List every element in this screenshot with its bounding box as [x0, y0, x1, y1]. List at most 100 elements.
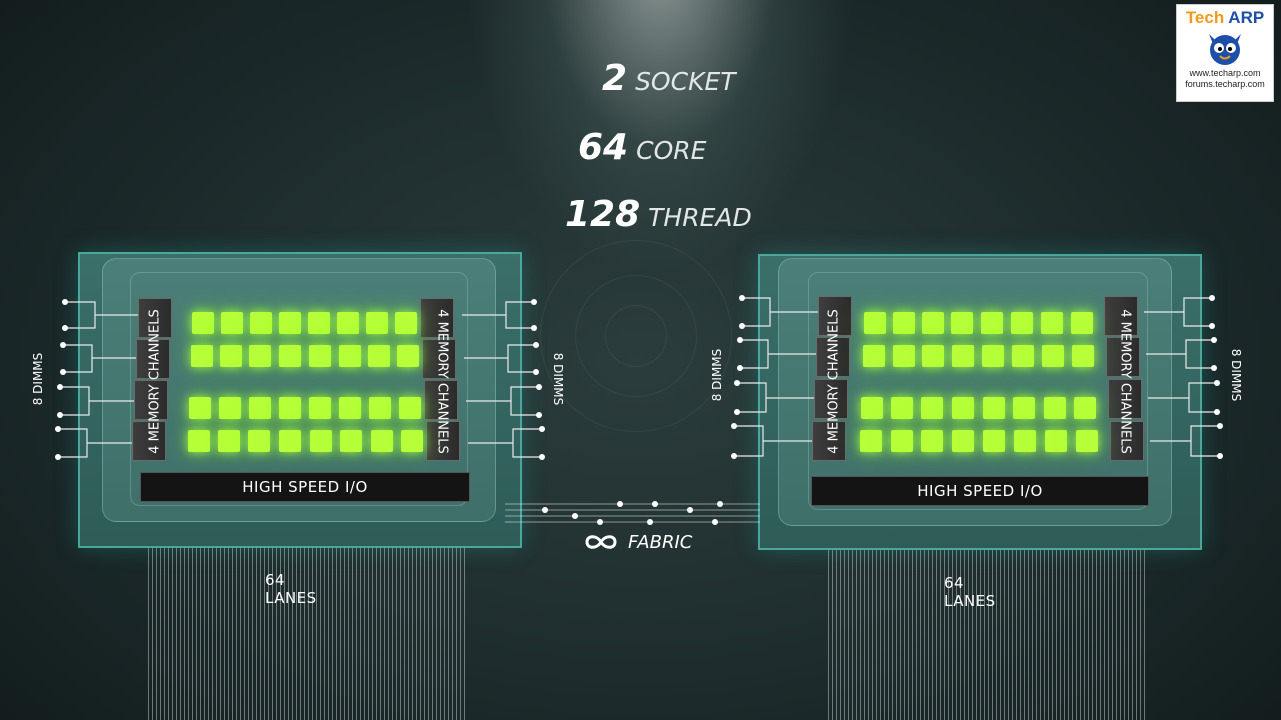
- cpu-core: [860, 430, 882, 452]
- high-speed-io-bar: HIGH SPEED I/O: [811, 476, 1149, 506]
- cpu-core: [340, 430, 362, 452]
- lanes-label: 64 LANES: [265, 571, 317, 607]
- cpu-core: [1072, 345, 1094, 367]
- cpu-core: [982, 345, 1004, 367]
- cpu-core: [1012, 345, 1034, 367]
- memory-channel-block: [818, 296, 852, 336]
- cpu-core: [864, 312, 886, 334]
- techarp-logo: Tech ARP www.techarp.com forums.techarp.…: [1176, 4, 1274, 102]
- dimm-wiring-left: [731, 295, 818, 459]
- cpu-core: [339, 397, 361, 419]
- cpu-core: [371, 430, 393, 452]
- cpu-core: [395, 312, 417, 334]
- fabric-label: FABRIC: [628, 532, 693, 553]
- mascot-icon: [1209, 34, 1241, 65]
- memory-channel-block: [138, 298, 172, 338]
- cpu-core: [401, 430, 423, 452]
- cpu-core: [951, 312, 973, 334]
- memory-channel-block: [424, 380, 458, 420]
- logo-url-main: www.techarp.com: [1189, 68, 1261, 78]
- logo-brand-arp: ARP: [1228, 8, 1265, 27]
- cpu-core: [399, 397, 421, 419]
- cpu-core: [339, 345, 361, 367]
- cpu-core: [369, 397, 391, 419]
- memory-channels-label-right: 4 MEMORY CHANNELS: [1117, 309, 1133, 454]
- cpu-core: [310, 430, 332, 452]
- memory-channel-block: [816, 337, 850, 377]
- stat-word: CORE: [636, 136, 707, 165]
- cpu-core: [921, 430, 943, 452]
- cpu-core: [218, 430, 240, 452]
- cpu-core: [368, 345, 390, 367]
- memory-channel-block: [420, 298, 454, 338]
- dimms-label-left: 8 DIMMS: [31, 352, 45, 406]
- cpu-core: [981, 312, 1003, 334]
- memory-channel-block: [1110, 421, 1144, 461]
- cpu-core: [1044, 397, 1066, 419]
- cpu-core: [189, 397, 211, 419]
- memory-channel-block: [426, 421, 460, 461]
- dimm-wiring-right: [1144, 295, 1223, 459]
- high-speed-io-bar: HIGH SPEED I/O: [140, 472, 470, 502]
- cpu-core: [891, 430, 913, 452]
- cpu-core: [863, 345, 885, 367]
- infinity-icon: [585, 535, 617, 549]
- cpu-core: [279, 430, 301, 452]
- stat-number: 128: [565, 194, 641, 235]
- cpu-core: [366, 312, 388, 334]
- dimm-wiring-left: [55, 299, 138, 460]
- cpu-core: [1041, 312, 1063, 334]
- memory-channel-block: [422, 339, 456, 379]
- cpu-core: [1042, 345, 1064, 367]
- dimms-label-right: 8 DIMMS: [551, 352, 565, 406]
- cpu-core: [309, 345, 331, 367]
- dimms-label-right: 8 DIMMS: [1229, 348, 1243, 402]
- cpu-core: [279, 345, 301, 367]
- stat-word: SOCKET: [635, 67, 736, 96]
- cpu-core: [250, 312, 272, 334]
- cpu-core: [248, 430, 270, 452]
- cpu-core: [922, 345, 944, 367]
- cpu-core: [1013, 397, 1035, 419]
- cpu-core: [922, 312, 944, 334]
- memory-channel-block: [1104, 296, 1138, 336]
- cpu-core: [891, 397, 913, 419]
- cpu-core: [861, 397, 883, 419]
- logo-brand-tech: Tech: [1185, 8, 1225, 27]
- cpu-core: [952, 345, 974, 367]
- cpu-core: [893, 312, 915, 334]
- cpu-core: [1011, 312, 1033, 334]
- cpu-core: [279, 397, 301, 419]
- cpu-core: [279, 312, 301, 334]
- cpu-core: [397, 345, 419, 367]
- cpu-core: [952, 430, 974, 452]
- cpu-core: [191, 345, 213, 367]
- memory-channels-label-right: 4 MEMORY CHANNELS: [434, 309, 450, 454]
- cpu-core: [220, 345, 242, 367]
- memory-channel-block: [1108, 379, 1142, 419]
- logo-url-forums: forums.techarp.com: [1185, 79, 1265, 89]
- stat-number: 64: [578, 127, 629, 168]
- socket-lid-inner: [808, 272, 1148, 510]
- cpu-core: [983, 430, 1005, 452]
- cpu-core: [249, 345, 271, 367]
- dimms-label-left: 8 DIMMS: [710, 348, 724, 402]
- cpu-core: [249, 397, 271, 419]
- cpu-core: [1071, 312, 1093, 334]
- memory-channel-block: [136, 339, 170, 379]
- memory-channel-block: [812, 421, 846, 461]
- memory-channel-block: [134, 380, 168, 420]
- fabric-link: [505, 501, 760, 525]
- cpu-core: [192, 312, 214, 334]
- cpu-core: [221, 312, 243, 334]
- cpu-core: [1014, 430, 1036, 452]
- cpu-core: [1076, 430, 1098, 452]
- cpu-core: [952, 397, 974, 419]
- cpu-core: [188, 430, 210, 452]
- stat-word: THREAD: [648, 203, 752, 232]
- cpu-core: [1045, 430, 1067, 452]
- dimm-wiring-right: [462, 299, 545, 460]
- cpu-core: [893, 345, 915, 367]
